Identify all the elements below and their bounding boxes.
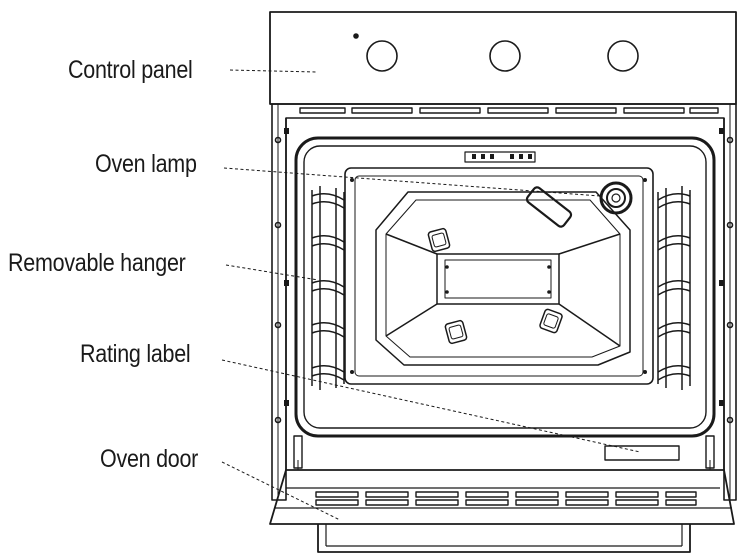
leader-removable-hanger: [225, 264, 319, 281]
label-oven-door: Oven door: [100, 445, 199, 473]
front-lower-area: [293, 435, 715, 470]
control-knob-middle: [489, 40, 521, 72]
control-knob-left: [366, 40, 398, 72]
removable-hanger-left: [311, 186, 345, 390]
label-removable-hanger: Removable hanger: [8, 249, 186, 277]
oven-frame: [271, 104, 737, 501]
rating-label-plate: [604, 445, 680, 461]
label-control-panel: Control panel: [68, 56, 193, 84]
back-panel: [375, 186, 631, 366]
label-oven-lamp: Oven lamp: [95, 150, 197, 178]
leader-lines: [221, 69, 641, 521]
panel-dot: [353, 33, 359, 39]
door-handle: [317, 524, 691, 553]
control-knob-right: [607, 40, 639, 72]
oven-door: [269, 469, 735, 553]
leader-oven-lamp: [223, 167, 601, 197]
removable-hanger-right: [657, 186, 691, 390]
oven-cavity: [294, 136, 716, 438]
oven-lamp: [599, 181, 633, 215]
leader-control-panel: [229, 69, 317, 73]
label-rating-label: Rating label: [80, 340, 191, 368]
control-panel: [269, 11, 737, 114]
